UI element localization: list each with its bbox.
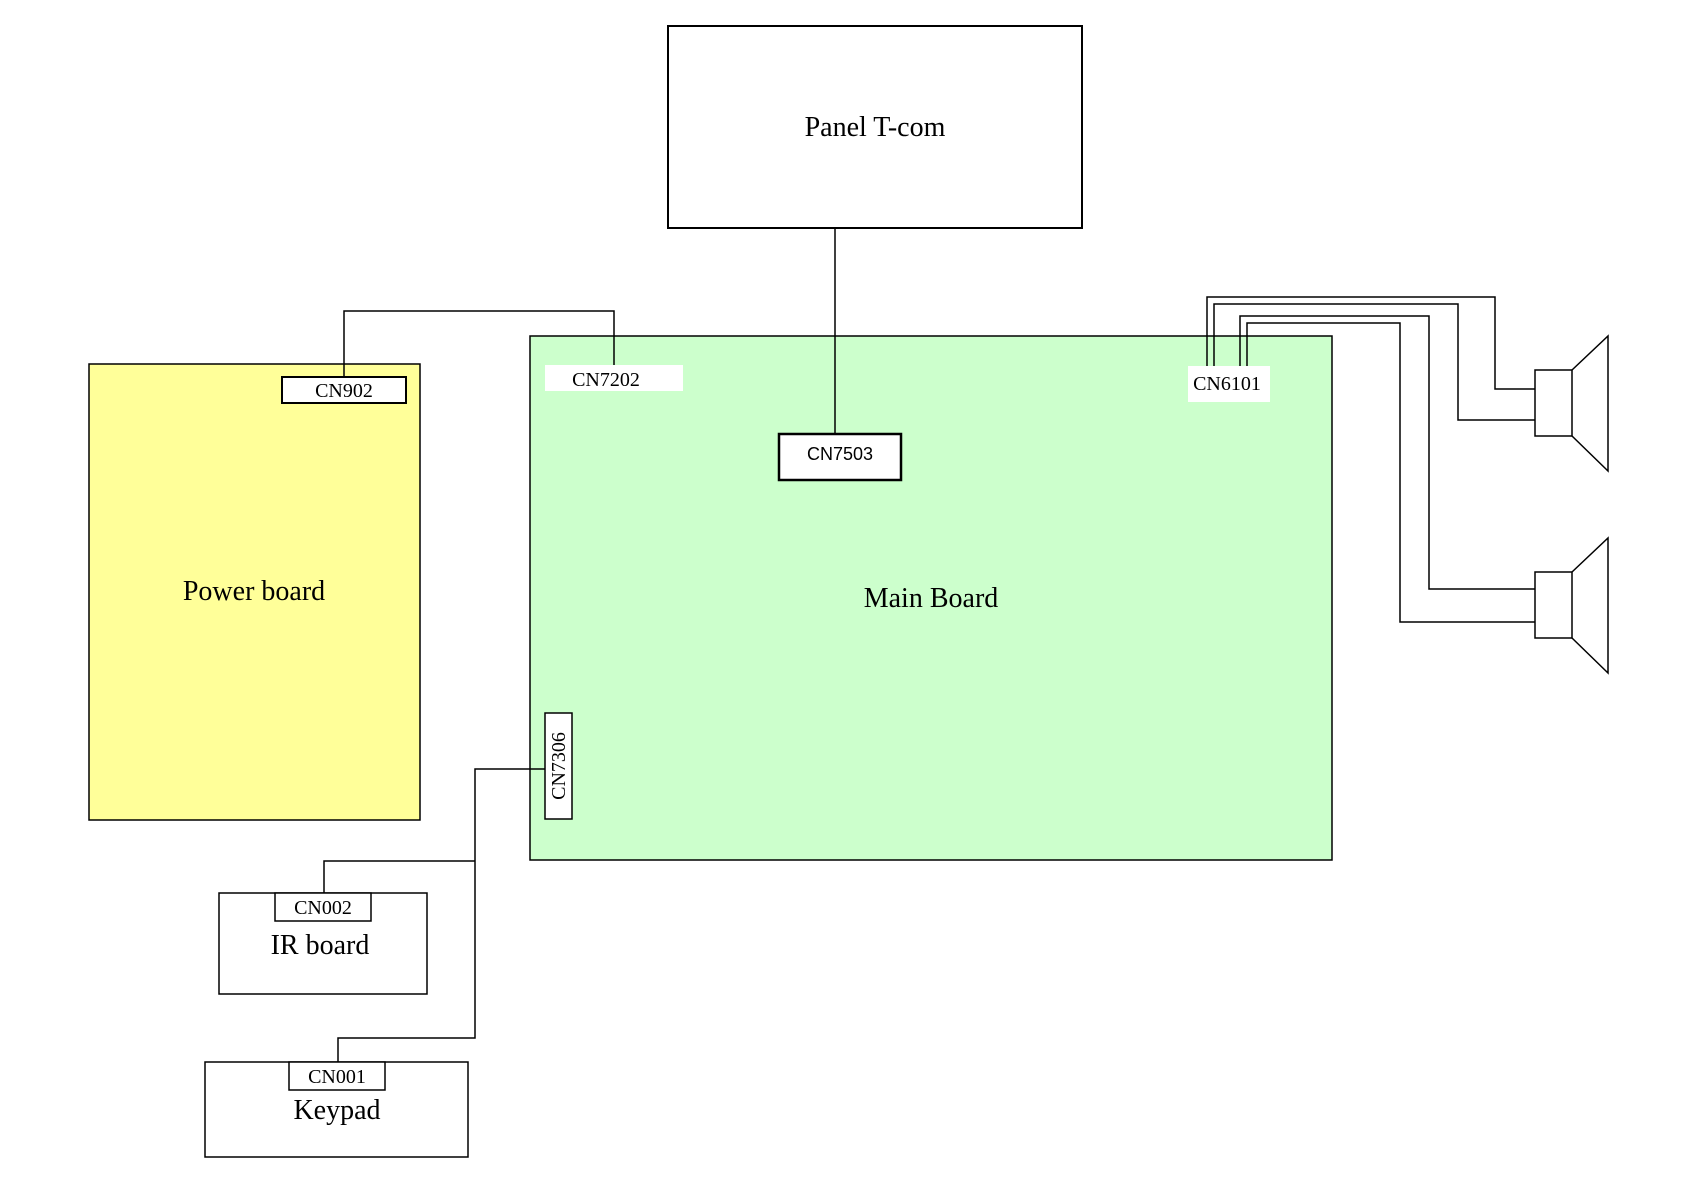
cn6101-connector: CN6101 <box>1188 366 1270 402</box>
speaker-icon <box>1535 538 1608 673</box>
main-board-block: Main Board CN7202 CN7503 CN6101 CN7306 <box>530 336 1332 860</box>
cn7202-connector: CN7202 <box>545 365 683 391</box>
cn002-connector: CN002 <box>275 893 371 921</box>
cn001-label: CN001 <box>308 1066 366 1088</box>
cn002-label: CN002 <box>294 897 352 919</box>
panel-tcom-label: Panel T-com <box>805 112 946 143</box>
cn902-label: CN902 <box>315 380 373 402</box>
cn7306-connector: CN7306 <box>545 713 572 819</box>
ir-board-block: CN002 IR board <box>219 893 427 994</box>
main-board-label: Main Board <box>864 583 999 614</box>
speaker-icon <box>1535 336 1608 471</box>
power-board-label: Power board <box>183 576 325 607</box>
panel-tcom-block: Panel T-com <box>668 26 1082 228</box>
cn6101-label: CN6101 <box>1193 373 1261 395</box>
cn001-connector: CN001 <box>289 1062 385 1090</box>
cn902-connector: CN902 <box>282 377 406 403</box>
cn7202-label: CN7202 <box>572 369 640 391</box>
cn7503-label: CN7503 <box>807 444 873 464</box>
power-board-block: Power board CN902 <box>89 364 420 820</box>
wire-cn7306-ir <box>324 861 475 893</box>
keypad-label: Keypad <box>293 1095 380 1126</box>
keypad-block: CN001 Keypad <box>205 1062 468 1157</box>
cn7503-connector: CN7503 <box>779 434 901 480</box>
ir-board-label: IR board <box>271 930 370 961</box>
cn7306-label: CN7306 <box>548 732 570 800</box>
